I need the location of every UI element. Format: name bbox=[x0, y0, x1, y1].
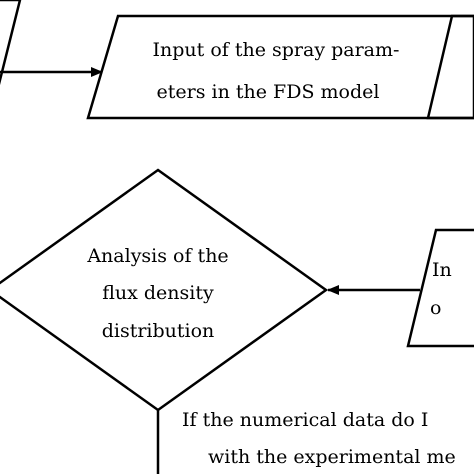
analysis-line-2: flux density bbox=[102, 282, 214, 304]
right-partial-line-1: In bbox=[432, 259, 452, 281]
analysis-line-1: Analysis of the bbox=[86, 245, 228, 267]
left-partial-box bbox=[0, 0, 22, 86]
spray-input-line-2: eters in the FDS model bbox=[157, 81, 380, 103]
right-partial-line-2: o bbox=[430, 297, 441, 319]
right-partial-box bbox=[406, 228, 474, 348]
spray-input-box bbox=[86, 14, 474, 120]
analysis-line-3: distribution bbox=[102, 320, 215, 342]
condition-line-1: If the numerical data do I bbox=[182, 409, 428, 431]
spray-input-line-1: Input of the spray param- bbox=[153, 39, 400, 61]
condition-line-2: with the experimental me bbox=[208, 446, 456, 468]
spray-input-box-right-edge bbox=[426, 14, 474, 120]
